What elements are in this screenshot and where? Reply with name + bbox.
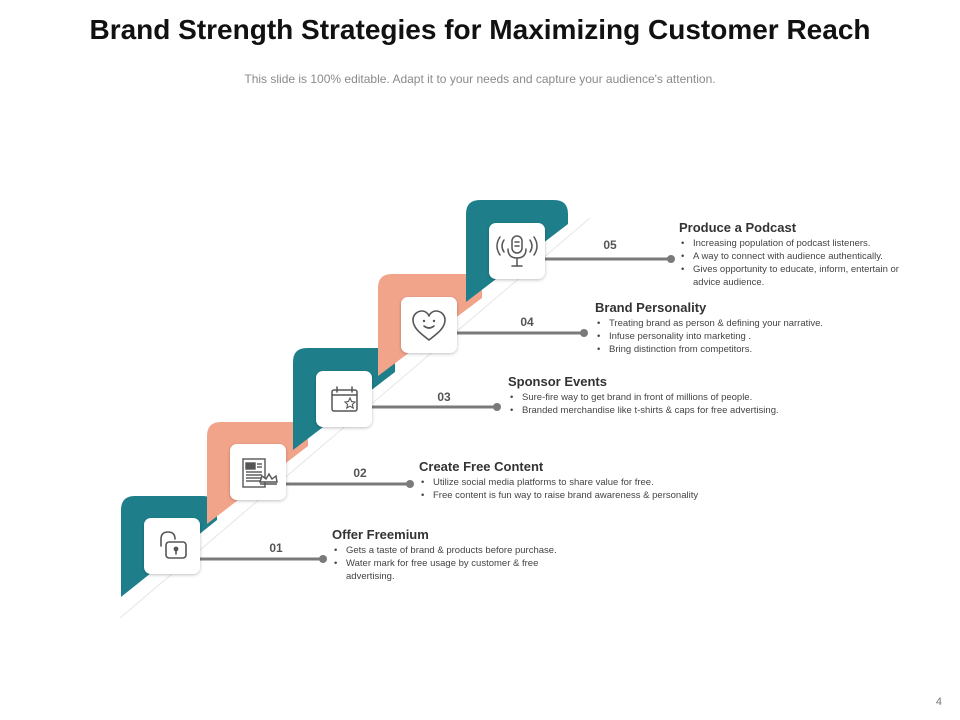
step-01-text: Offer Freemium Gets a taste of brand & p… bbox=[332, 527, 572, 583]
step-04-heading: Brand Personality bbox=[595, 300, 707, 315]
bullet-item: Infuse personality into marketing . bbox=[595, 330, 875, 343]
step-01-connector-dot bbox=[319, 555, 327, 563]
step-04-icon-card bbox=[401, 297, 457, 353]
step-02-connector-dot bbox=[406, 480, 414, 488]
step-01-block: 01 bbox=[121, 496, 327, 597]
step-03-bullets: Sure-fire way to get brand in front of m… bbox=[508, 391, 793, 417]
bullet-item: Gets a taste of brand & products before … bbox=[332, 544, 572, 557]
bullet-item: A way to connect with audience authentic… bbox=[679, 250, 924, 263]
bullet-item: Treating brand as person & defining your… bbox=[595, 317, 875, 330]
step-01-bullets: Gets a taste of brand & products before … bbox=[332, 544, 572, 583]
newspaper-crown-icon bbox=[242, 458, 278, 488]
step-02-block: 02 bbox=[207, 422, 414, 524]
step-04-text: Brand Personality Treating brand as pers… bbox=[595, 300, 875, 356]
step-01-number: 01 bbox=[269, 541, 283, 555]
bullet-item: Water mark for free usage by customer & … bbox=[332, 557, 572, 583]
step-05-heading: Produce a Podcast bbox=[679, 220, 797, 235]
smiling-heart-icon bbox=[412, 310, 446, 341]
bullet-item: Increasing population of podcast listene… bbox=[679, 237, 924, 250]
step-03-heading: Sponsor Events bbox=[508, 374, 607, 389]
bullet-item: Branded merchandise like t-shirts & caps… bbox=[508, 404, 793, 417]
step-03-connector-dot bbox=[493, 403, 501, 411]
page-number: 4 bbox=[935, 696, 942, 708]
bullet-item: Gives opportunity to educate, inform, en… bbox=[679, 263, 924, 289]
step-03-block: 03 bbox=[293, 348, 501, 450]
step-03-number: 03 bbox=[437, 390, 451, 404]
step-05-text: Produce a Podcast Increasing population … bbox=[679, 220, 924, 289]
unlock-icon bbox=[160, 531, 187, 559]
page-subtitle: This slide is 100% editable. Adapt it to… bbox=[244, 72, 716, 86]
step-01-heading: Offer Freemium bbox=[332, 527, 429, 542]
step-05-icon-card bbox=[489, 223, 545, 279]
bullet-item: Sure-fire way to get brand in front of m… bbox=[508, 391, 793, 404]
step-03-text: Sponsor Events Sure-fire way to get bran… bbox=[508, 374, 793, 417]
step-02-bullets: Utilize social media platforms to share … bbox=[419, 476, 704, 502]
step-02-number: 02 bbox=[353, 466, 367, 480]
page-title: Brand Strength Strategies for Maximizing… bbox=[89, 14, 871, 45]
step-03-icon-card bbox=[316, 371, 372, 427]
bullet-item: Utilize social media platforms to share … bbox=[419, 476, 704, 489]
podcast-microphone-icon bbox=[496, 235, 538, 267]
step-04-connector-dot bbox=[580, 329, 588, 337]
step-01-icon-card bbox=[144, 518, 200, 574]
step-04-block: 04 bbox=[378, 274, 588, 376]
bullet-item: Free content is fun way to raise brand a… bbox=[419, 489, 704, 502]
step-05-number: 05 bbox=[603, 238, 617, 252]
calendar-star-icon bbox=[331, 386, 358, 412]
step-02-heading: Create Free Content bbox=[419, 459, 544, 474]
step-04-number: 04 bbox=[520, 315, 534, 329]
step-02-text: Create Free Content Utilize social media… bbox=[419, 459, 704, 502]
step-05-connector-dot bbox=[667, 255, 675, 263]
bullet-item: Bring distinction from competitors. bbox=[595, 343, 875, 356]
step-04-bullets: Treating brand as person & defining your… bbox=[595, 317, 875, 356]
step-05-bullets: Increasing population of podcast listene… bbox=[679, 237, 924, 289]
step-05-block: 05 bbox=[466, 200, 675, 302]
